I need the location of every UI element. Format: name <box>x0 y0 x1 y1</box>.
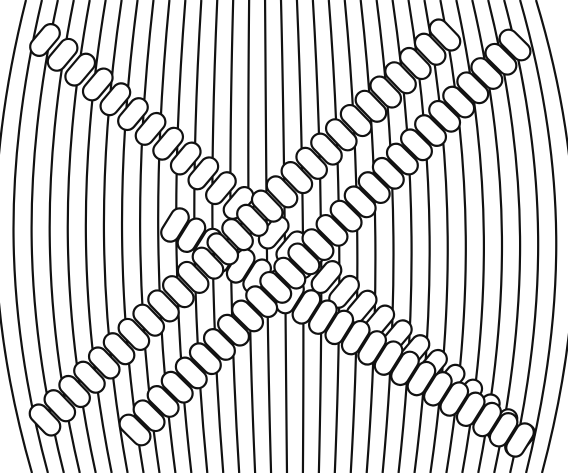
vertical-cord <box>361 0 376 473</box>
